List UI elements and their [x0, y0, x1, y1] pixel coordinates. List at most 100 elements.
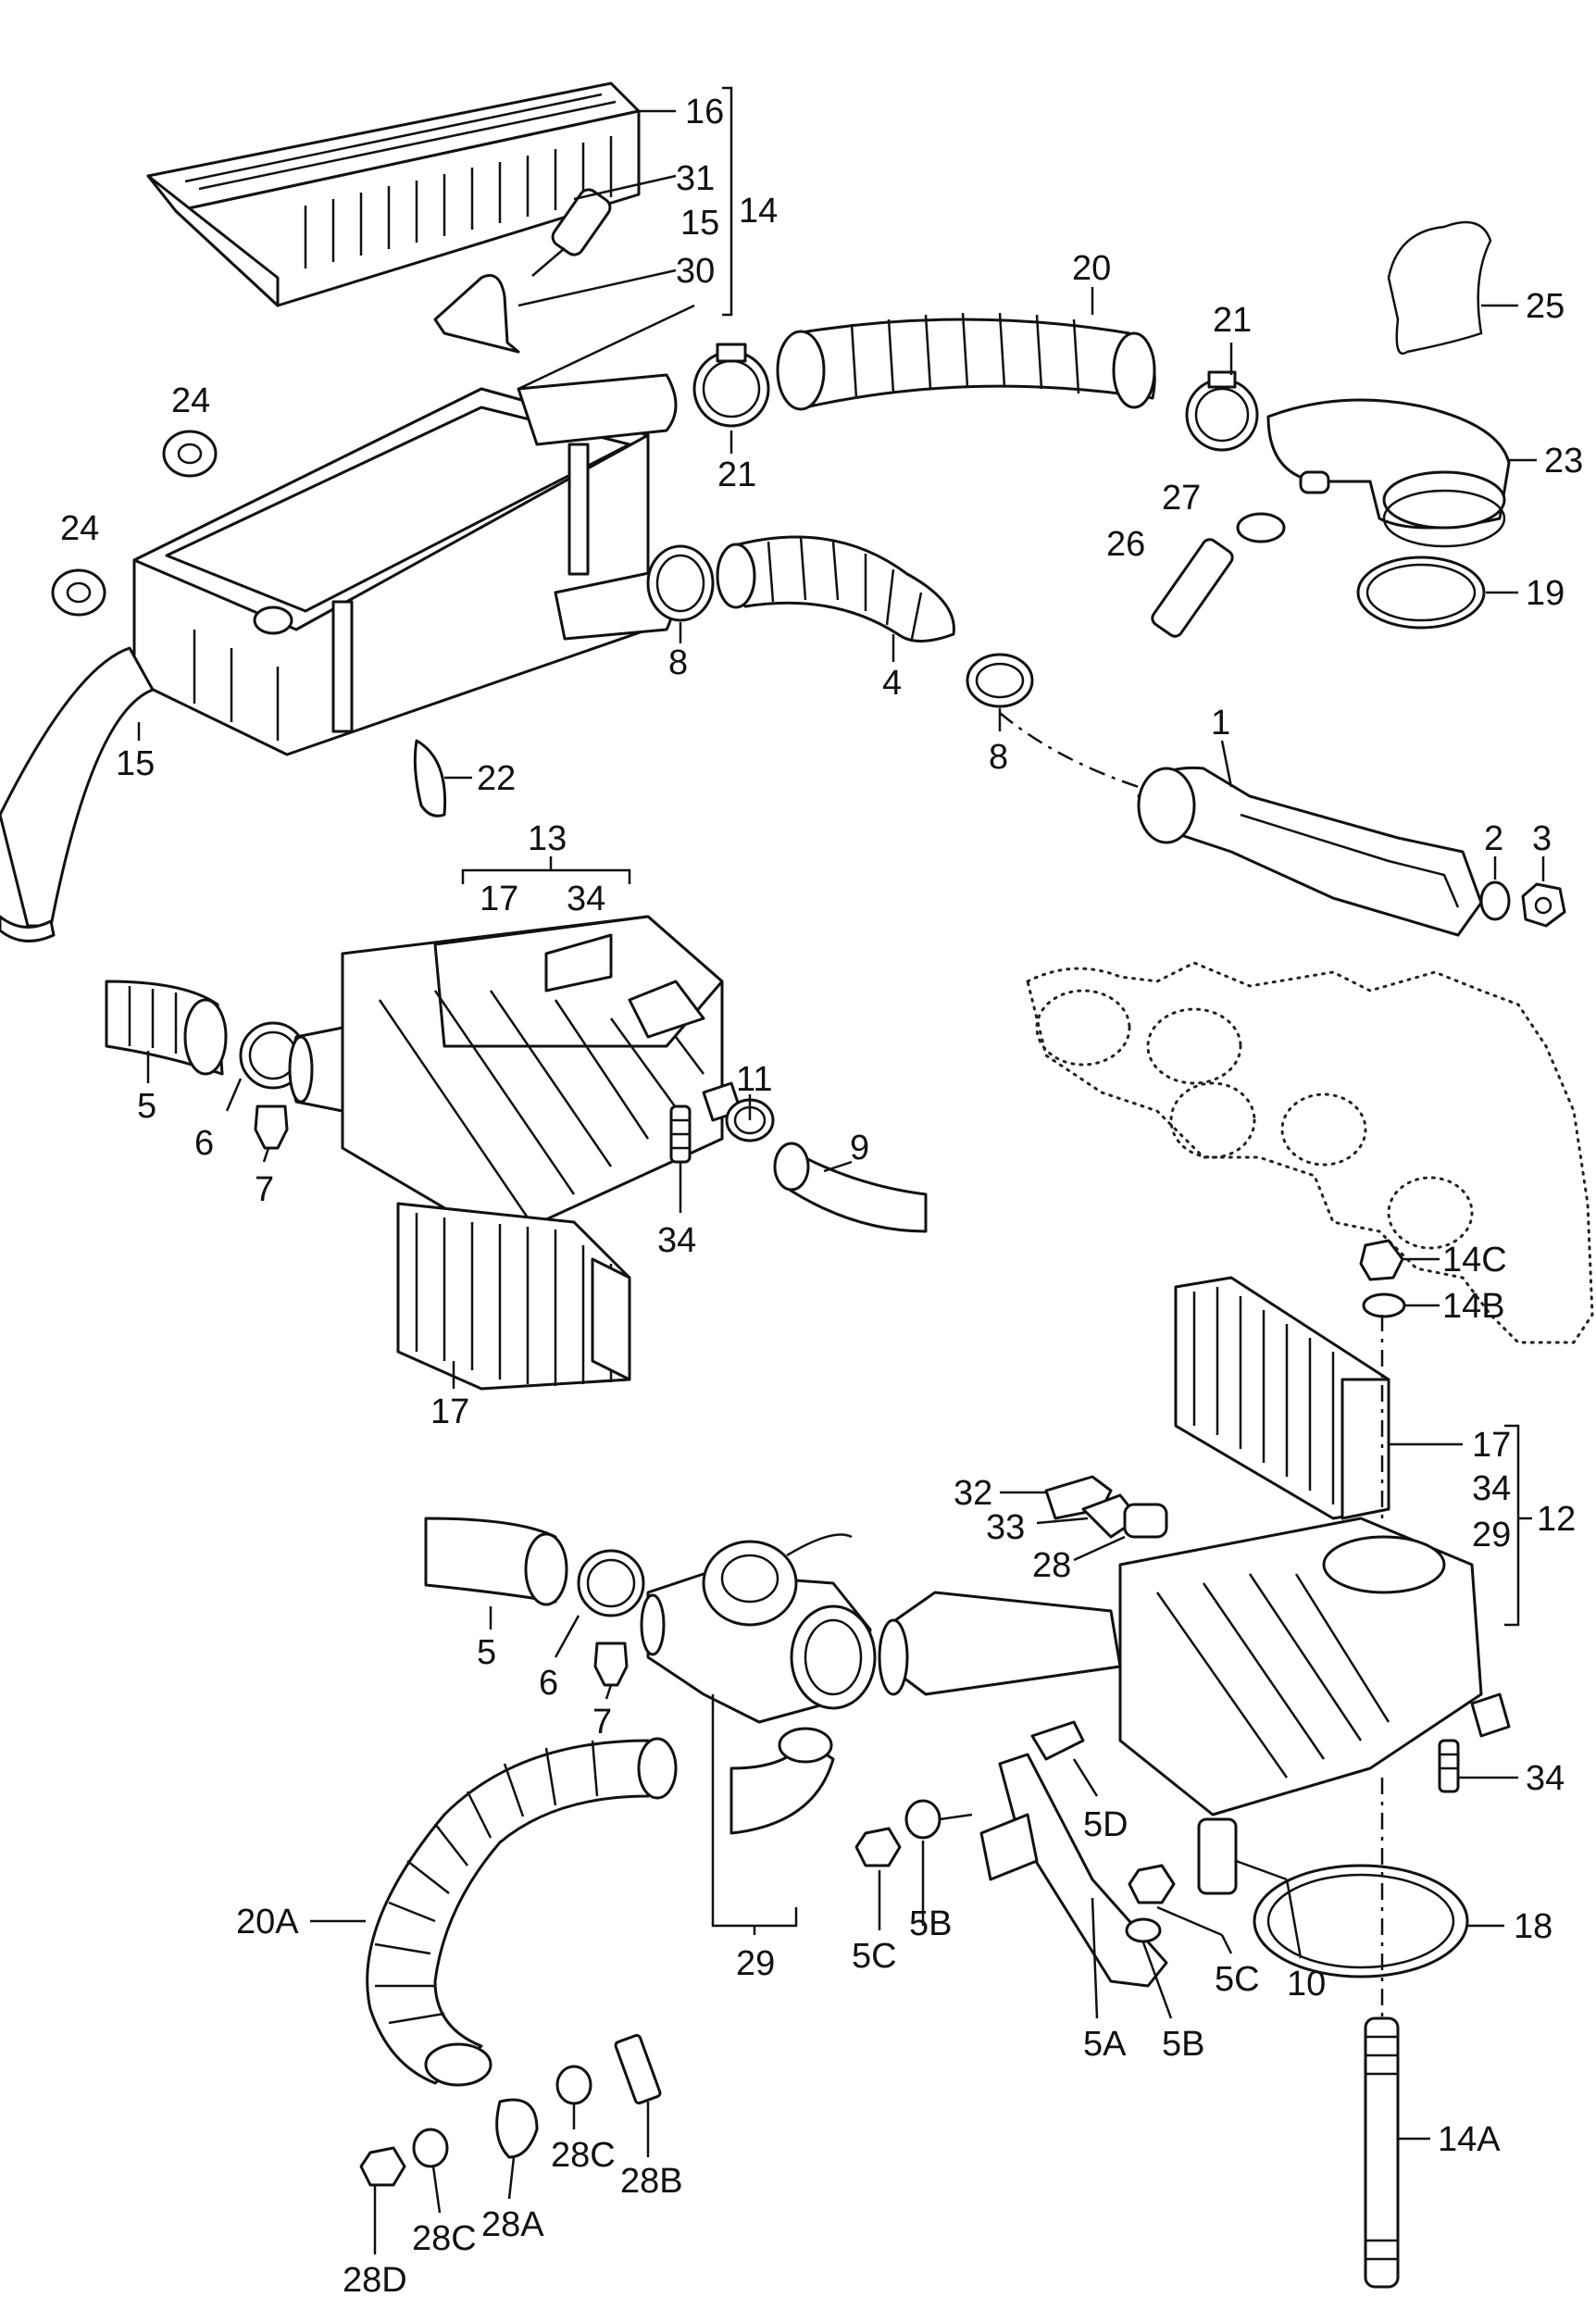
label-5D: 5D: [1083, 1805, 1128, 1844]
spring-34-lower: [1438, 1739, 1460, 1793]
label-21: 21: [1213, 301, 1252, 340]
bushing-10: [1197, 1817, 1238, 1895]
label-11: 11: [736, 1060, 772, 1099]
washer-5B-right: [1125, 1917, 1162, 1943]
air-filter-17-lower: [1174, 1276, 1390, 1520]
grommet-24-upper: [162, 430, 218, 478]
nut-5C-right: [1128, 1864, 1176, 1904]
hose-clamp-21-right: [1185, 370, 1259, 452]
label-10: 10: [1287, 1965, 1326, 2004]
throttle-housing-29: [640, 1533, 877, 1724]
hose-4: [716, 535, 955, 643]
washer-14B: [1362, 1292, 1406, 1318]
label-24: 24: [171, 381, 210, 420]
label-14C: 14C: [1442, 1241, 1507, 1280]
label-32: 32: [954, 1474, 992, 1513]
label-5B: 5B: [1162, 2025, 1204, 2064]
plug-31: [531, 188, 612, 277]
sensor-28: [1123, 1503, 1168, 1539]
plug-7-lower: [593, 1642, 629, 1687]
label-9: 9: [850, 1129, 869, 1167]
label-34: 34: [1526, 1759, 1565, 1798]
washer-2: [1479, 880, 1511, 921]
bolt-28B: [614, 2033, 662, 2105]
washer-28C-left: [412, 2128, 449, 2168]
clip-28A: [495, 2098, 539, 2159]
grommet-24-lower: [51, 568, 106, 617]
label-28C: 28C: [551, 2136, 616, 2175]
gasket-25: [1387, 220, 1492, 355]
label-3: 3: [1532, 819, 1552, 858]
label-29: 29: [1472, 1516, 1511, 1554]
hose-15-lower: [0, 646, 155, 928]
label-4: 4: [882, 664, 902, 703]
hose-5-lower: [424, 1517, 568, 1606]
label-14: 14: [739, 192, 778, 231]
air-cleaner-housing-12: [878, 1517, 1511, 1816]
intake-tube-1: [1137, 766, 1483, 937]
label-20: 20: [1072, 249, 1111, 288]
hose-26: [1151, 538, 1234, 638]
intake-hose-20: [776, 312, 1156, 411]
clip-22: [413, 739, 447, 818]
air-filter-element-16: [146, 81, 641, 307]
label-7: 7: [592, 1703, 612, 1741]
label-28A: 28A: [481, 2205, 544, 2244]
exhaust-manifold-outline: [1026, 961, 1594, 1344]
label-26: 26: [1106, 525, 1145, 564]
label-31: 31: [676, 159, 715, 198]
label-8: 8: [989, 738, 1008, 777]
label-28D: 28D: [343, 2261, 407, 2297]
label-34: 34: [567, 880, 605, 918]
label-7: 7: [255, 1170, 274, 1209]
label-33: 33: [986, 1508, 1025, 1547]
elbow-29: [729, 1739, 835, 1835]
intake-boot-23: [1266, 398, 1511, 548]
label-30: 30: [676, 252, 715, 291]
label-5B: 5B: [909, 1904, 952, 1943]
label-15: 15: [680, 204, 719, 243]
label-8: 8: [668, 643, 688, 682]
label-20A: 20A: [236, 1903, 299, 1941]
label-21: 21: [717, 456, 756, 494]
label-13: 13: [528, 819, 567, 858]
label-19: 19: [1526, 574, 1565, 613]
label-6: 6: [194, 1124, 214, 1163]
label-25: 25: [1526, 287, 1565, 326]
hose-clamp-21-left: [692, 343, 770, 428]
nut-28D: [359, 2146, 406, 2187]
nut-5C-left: [854, 1827, 902, 1867]
label-5A: 5A: [1083, 2025, 1127, 2064]
callout-labels: 1 6 31 15 14 30 20 21 25 24 21 27 23 26 2…: [60, 93, 1583, 2297]
washer-5B-left: [904, 1799, 941, 1840]
label-6: 6: [539, 1664, 558, 1703]
label-12: 12: [1537, 1500, 1576, 1539]
washer-28C-right: [555, 2065, 592, 2105]
label-28C: 28C: [412, 2219, 477, 2258]
bracket-30: [433, 274, 520, 354]
hose-20A: [366, 1737, 678, 2087]
label-29: 29: [736, 1944, 775, 1983]
label-27: 27: [1162, 479, 1201, 518]
gasket-18: [1253, 1864, 1469, 1979]
leader-lines: [137, 86, 1545, 2254]
label-17: 17: [430, 1392, 469, 1431]
hose-5-upper: [105, 980, 228, 1076]
label-18: 18: [1514, 1907, 1552, 1946]
label-34: 34: [1472, 1469, 1511, 1508]
label-34: 34: [657, 1221, 696, 1260]
label-5: 5: [137, 1087, 156, 1126]
label-2: 2: [1484, 819, 1503, 858]
o-ring-19: [1356, 556, 1486, 630]
air-filter-17-upper: [396, 1202, 631, 1391]
nut-14C: [1359, 1239, 1404, 1281]
stud-14A: [1364, 2016, 1400, 2289]
label-1: 1: [1211, 704, 1230, 743]
air-cleaner-housing-13: [288, 915, 742, 1242]
label-5: 5: [477, 1633, 496, 1672]
label-28: 28: [1032, 1546, 1071, 1585]
label-15: 15: [116, 744, 155, 783]
label-14B: 14B: [1442, 1287, 1505, 1326]
